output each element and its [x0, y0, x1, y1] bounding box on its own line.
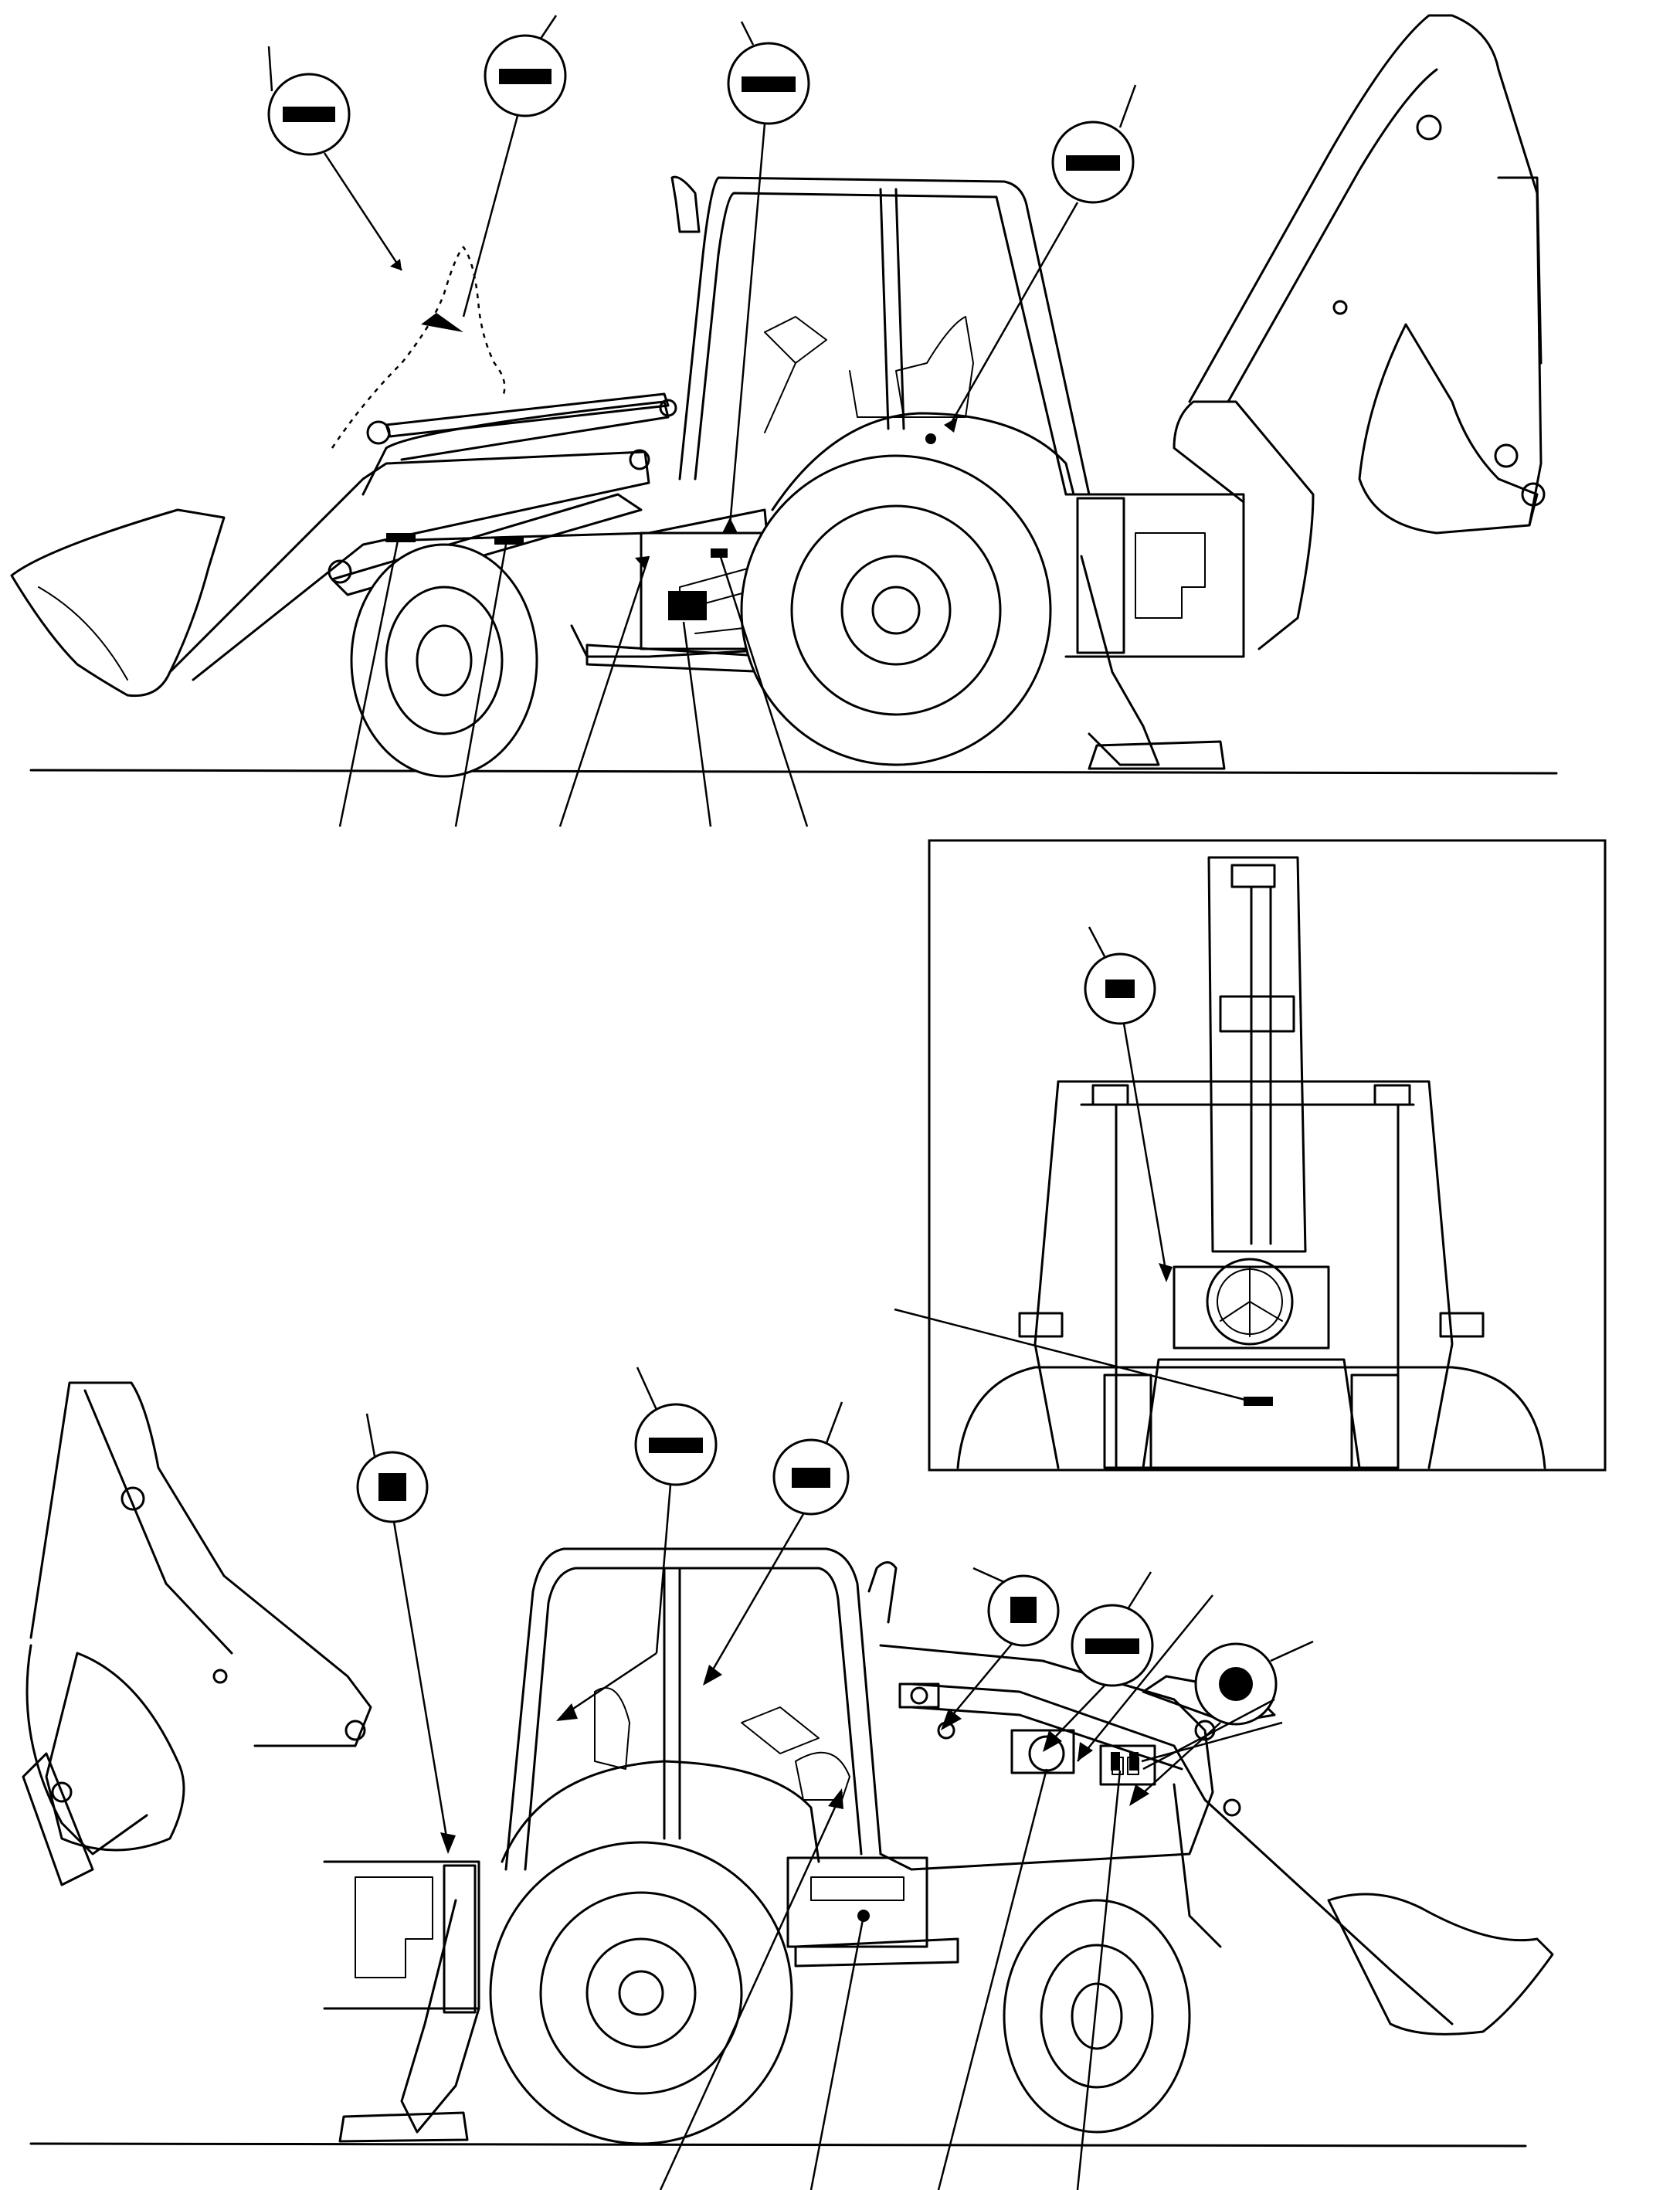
backhoe-boom-bottom — [29, 1381, 372, 1747]
rear-wheel-bottom — [489, 1841, 793, 2145]
stabilizer-leg — [1080, 555, 1160, 766]
operator-cab-top — [678, 176, 1091, 496]
decal-marker-bottom-b — [1111, 1752, 1120, 1771]
backhoe-bucket — [1358, 323, 1539, 535]
callout-bottom-4 — [941, 1567, 1060, 1730]
top-side-view — [10, 14, 1558, 778]
raised-hood-outline — [331, 246, 506, 449]
loader-bucket — [10, 508, 226, 698]
ground-line-top — [29, 769, 1558, 775]
loader-bucket-bottom — [1327, 1893, 1554, 2036]
rear-fender-bottom — [501, 1760, 820, 1863]
inset-frame — [928, 839, 1607, 1472]
bottom-view-callouts — [356, 1367, 1314, 2190]
callout-bottom-3 — [703, 1401, 850, 1686]
decal-marker-top-e — [925, 433, 936, 444]
callout-top-3 — [722, 21, 810, 533]
top-view-callouts — [267, 15, 1137, 827]
decal-marker-bottom-c — [1129, 1752, 1139, 1771]
callout-bottom-2 — [556, 1367, 718, 1721]
decal-marker-top-a — [386, 533, 416, 542]
callout-bottom-5 — [1043, 1571, 1213, 1762]
backhoe-boom — [1188, 14, 1543, 527]
decal-marker-top-c — [668, 591, 707, 620]
callout-inset-1 — [1084, 926, 1173, 1282]
rear-wheel-top — [740, 454, 1052, 766]
callout-top-4 — [944, 84, 1137, 433]
decal-marker-top-d — [711, 548, 728, 558]
decal-marker-inset — [1244, 1397, 1273, 1406]
stabilizer-leg-bottom — [400, 1899, 480, 2134]
backhoe-bucket-bottom — [45, 1652, 185, 1852]
callout-top-2 — [421, 15, 567, 332]
engine-hood-bottom — [879, 1644, 1214, 1871]
rear-fender-top — [771, 412, 1075, 511]
rear-view-inset — [894, 839, 1607, 1472]
front-wheel-top — [350, 543, 538, 778]
loader-arm-bottom — [910, 1682, 1454, 2025]
front-wheel-bottom — [1003, 1899, 1191, 2134]
operator-cab-bottom — [504, 1547, 882, 1871]
callout-bottom-6 — [1129, 1640, 1314, 1806]
callout-top-1 — [267, 46, 403, 271]
callout-bottom-1 — [356, 1413, 456, 1854]
decal-marker-top-b — [494, 537, 524, 545]
ground-line-bottom — [29, 2142, 1527, 2148]
